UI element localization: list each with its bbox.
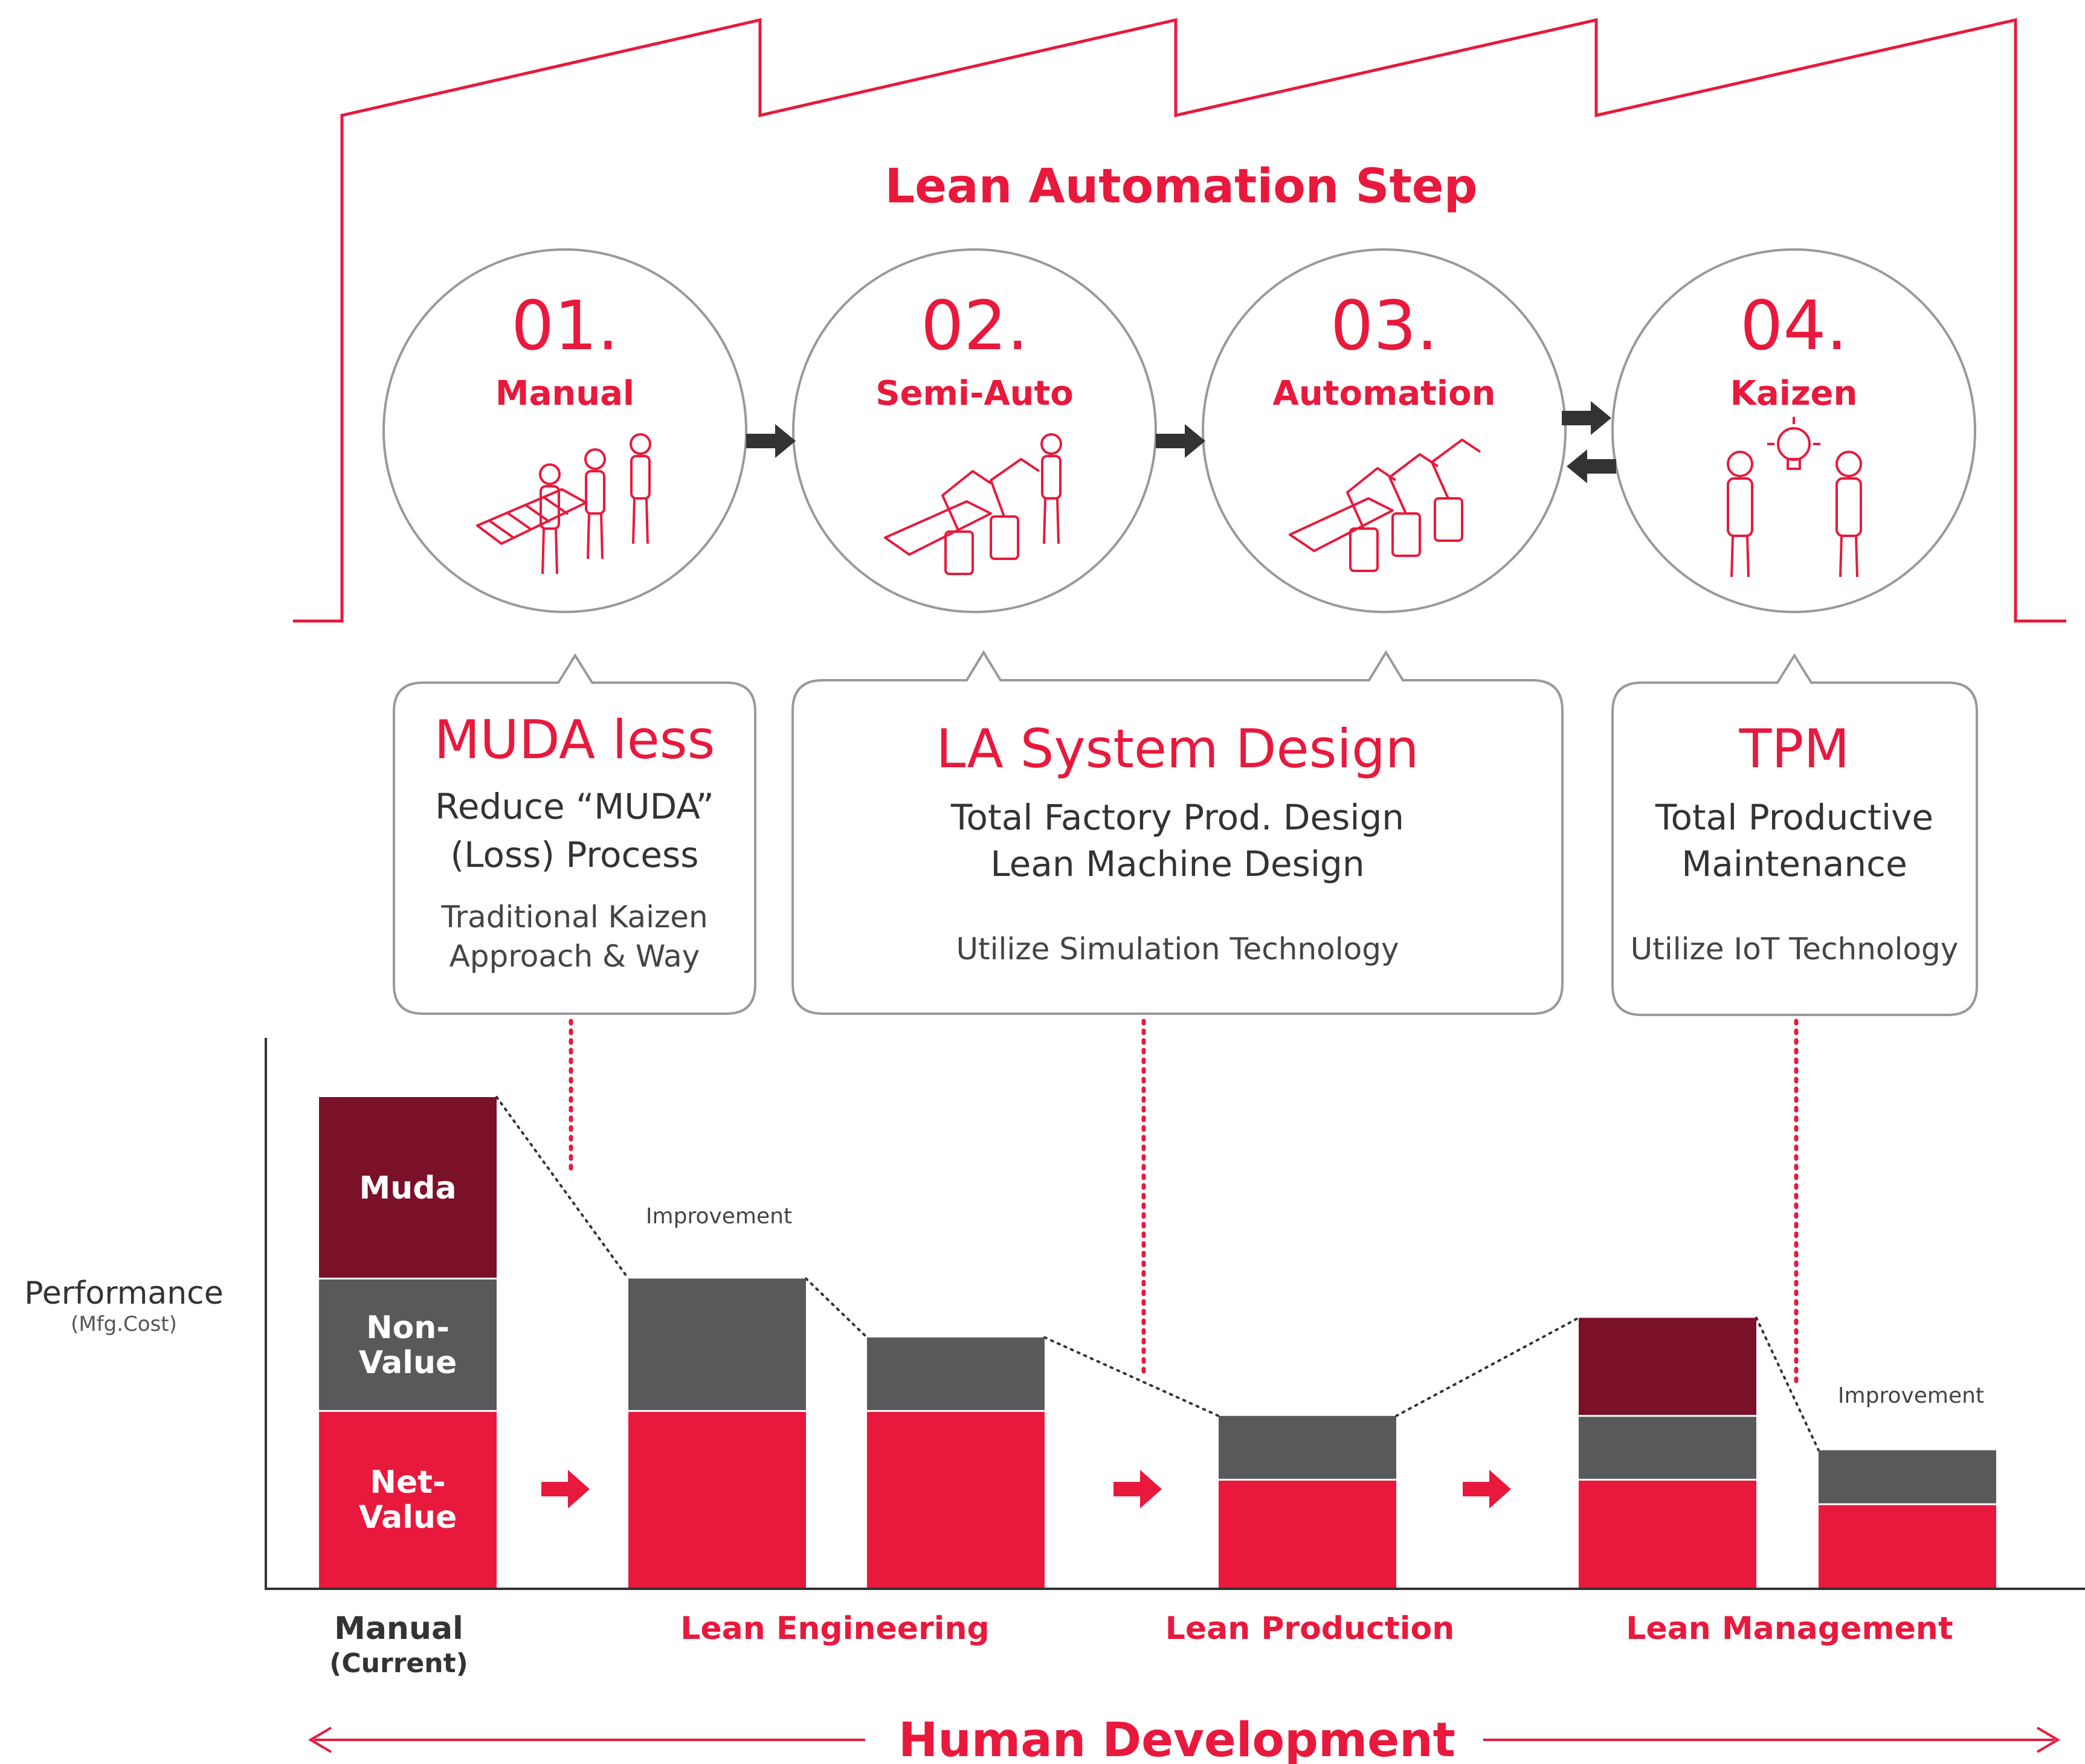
callout-line: Reduce “MUDA”: [435, 786, 714, 827]
stage-arrow-icon: [541, 1470, 590, 1508]
callout-sub: Utilize IoT Technology: [1631, 932, 1959, 967]
group-label-manual: Manual: [334, 1611, 463, 1647]
step-number: 04.: [1740, 287, 1848, 365]
bar-segment-muda: [1579, 1318, 1756, 1416]
callout-line: (Loss) Process: [451, 834, 699, 875]
callout-title: MUDA less: [434, 709, 715, 771]
callout-muda-less: [393, 653, 756, 1015]
callout-sub: Approach & Way: [450, 939, 700, 974]
callout-line: Total Productive: [1655, 797, 1933, 838]
callout-sub: Traditional Kaizen: [440, 900, 707, 935]
annotation-improvement: Improvement: [646, 1204, 792, 1229]
y-axis-sublabel: (Mfg.Cost): [71, 1312, 177, 1336]
stage-arrow-icon: [1463, 1470, 1511, 1508]
footer-arrowhead-right-icon: [2036, 1727, 2060, 1753]
step-label: Semi-Auto: [875, 374, 1074, 413]
step-03: 03. Automation: [1202, 248, 1567, 613]
group-label-lean-production: Lean Production: [1165, 1611, 1455, 1647]
trend-dotted-line: [1043, 1336, 1220, 1417]
footer-arrowhead-left-icon: [308, 1727, 332, 1753]
step-label: Automation: [1273, 374, 1496, 413]
trend-dotted-line: [1395, 1316, 1580, 1417]
step-number: 02.: [921, 287, 1028, 365]
bar-segment-non-value: [1819, 1450, 1996, 1504]
y-axis-label: Performance: [24, 1275, 224, 1312]
robot-arms-line-icon: [1289, 439, 1481, 572]
segment-label: Value: [359, 1499, 457, 1536]
bar-segment-net-value: [628, 1411, 806, 1588]
callout-line: Maintenance: [1681, 843, 1907, 884]
bar-segment-net-value: [1219, 1479, 1396, 1588]
step-label: Manual: [495, 374, 634, 413]
segment-label: Muda: [359, 1170, 456, 1206]
diagram-title: Lean Automation Step: [885, 159, 1477, 214]
trend-dotted-line: [495, 1096, 630, 1280]
annotation-improvement: Improvement: [1838, 1383, 1984, 1408]
step-number: 03.: [1330, 287, 1438, 365]
engineers-with-lightbulb-icon: [1727, 417, 1862, 578]
callout-sub: Utilize Simulation Technology: [956, 932, 1399, 967]
step-04: 04. Kaizen: [1611, 248, 1976, 613]
arrow-right-icon: [1562, 401, 1611, 435]
step-number: 01.: [511, 287, 619, 365]
step-label: Kaizen: [1730, 374, 1858, 413]
segment-label: Non-: [366, 1310, 450, 1346]
step-01: 01. Manual: [382, 248, 747, 613]
bar-segment-non-value: [319, 1278, 497, 1411]
robot-arms-and-worker-icon: [884, 433, 1062, 575]
callout-title: TPM: [1739, 718, 1850, 780]
bar-segment-non-value: [1579, 1415, 1756, 1480]
arrow-right-icon: [1156, 424, 1205, 458]
factory-outline: [293, 18, 2066, 623]
stage-arrow-icon: [1113, 1470, 1162, 1508]
chart-connector-lines: [495, 1096, 1820, 1452]
bar-segment-non-value: [1219, 1415, 1396, 1480]
arrow-right-icon: [746, 424, 796, 458]
trend-dotted-line: [805, 1277, 868, 1339]
group-label-lean-engineering: Lean Engineering: [680, 1611, 989, 1647]
callout-tpm: [1611, 653, 1978, 1016]
arrow-left-icon: [1567, 449, 1616, 483]
bar-segment-non-value: [628, 1278, 806, 1411]
group-sublabel-current: (Current): [329, 1648, 468, 1679]
callout-line: Total Factory Prod. Design: [950, 797, 1404, 838]
bar-segment-net-value: [1819, 1504, 1996, 1588]
workers-at-conveyor-icon: [476, 433, 651, 575]
group-label-lean-management: Lean Management: [1626, 1611, 1953, 1647]
segment-label: Value: [359, 1345, 457, 1381]
step-circle: [1611, 248, 1976, 613]
step-circle: [792, 248, 1157, 613]
callout-la-system-design: [791, 650, 1564, 1015]
bar-segment-muda: [319, 1097, 497, 1279]
bar-segment-net-value: [319, 1411, 497, 1588]
step-02: 02. Semi-Auto: [792, 248, 1157, 613]
callout-line: Lean Machine Design: [990, 843, 1364, 884]
step-circle: [382, 248, 747, 613]
chart-bars: [319, 1097, 1996, 1588]
footer-label: Human Development: [898, 1713, 1455, 1764]
bar-segment-net-value: [867, 1411, 1045, 1588]
callout-title: LA System Design: [936, 718, 1419, 780]
segment-label: Net-: [370, 1464, 445, 1501]
bar-segment-net-value: [1579, 1479, 1756, 1588]
bar-segment-non-value: [867, 1337, 1045, 1411]
step-circle: [1202, 248, 1567, 613]
trend-dotted-line: [1755, 1316, 1820, 1452]
